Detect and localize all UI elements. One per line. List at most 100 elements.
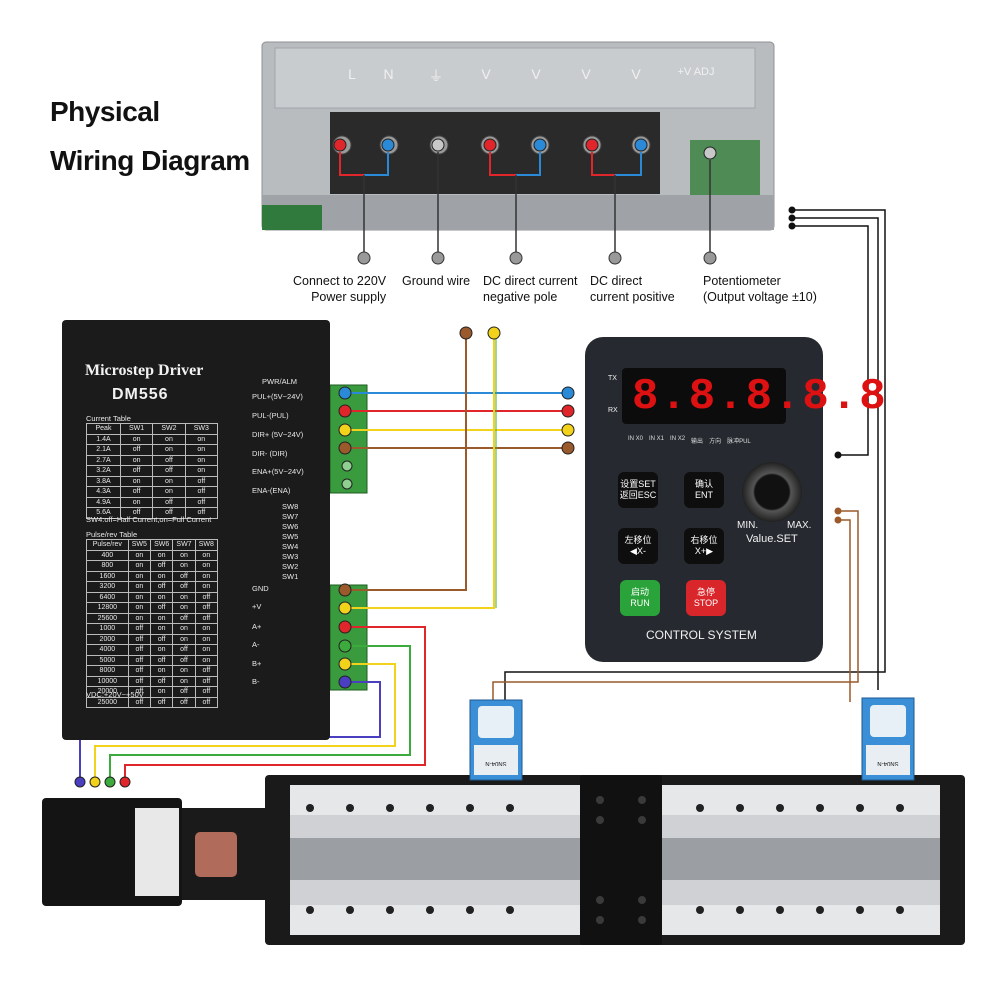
pulse-table-header-cell: SW8 <box>194 539 219 551</box>
driver-name: Microstep Driver <box>85 362 204 379</box>
table-cell: on <box>172 602 196 614</box>
signal-wire-dots <box>338 386 575 490</box>
stop-button[interactable]: 急停 STOP <box>686 580 726 616</box>
driver-label-dir-plus: DIR+ (5V~24V) <box>252 430 304 439</box>
pulse-table-header: Pulse/rev SW5 SW6 SW7 SW8 <box>86 539 219 551</box>
stage-holes <box>306 804 904 914</box>
table-cell: on <box>184 465 219 477</box>
run-button-label: RUN <box>630 598 650 608</box>
table-cell: off <box>172 654 196 666</box>
ent-button-label-cn: 确认 <box>694 479 713 489</box>
table-cell: on <box>194 570 219 582</box>
table-cell: off <box>119 444 154 456</box>
set-esc-button[interactable]: 设置SET 返回ESC <box>618 472 658 508</box>
driver-label-ena-minus: ENA-(ENA) <box>252 486 291 495</box>
ent-button-label: ENT <box>695 490 713 500</box>
table-cell: off <box>152 496 186 508</box>
table-cell: off <box>149 633 174 645</box>
table-cell: off <box>194 665 219 677</box>
table-cell: off <box>194 696 219 708</box>
callout-220v-line1: Connect to 220V <box>293 274 387 288</box>
current-table-header-cell: SW3 <box>184 423 219 435</box>
shift-right-button[interactable]: 右移位 X+▶ <box>684 528 724 564</box>
indicator-row: IN X0 IN X1 IN X2 输出 方向 脉冲PUL <box>628 436 751 445</box>
table-cell: on <box>149 644 174 656</box>
sw4-note: SW4:off=Half Current,on=Full Current <box>86 515 212 524</box>
table-cell: 10000 <box>86 675 129 687</box>
callout-dc-negative: DC direct current negative pole <box>483 273 577 305</box>
driver-signal-connector <box>329 384 368 691</box>
driver-model: DM556 <box>112 386 169 403</box>
table-cell: 1000 <box>86 623 129 635</box>
psu-label-ground: ⏚ <box>429 68 443 84</box>
table-cell: off <box>172 612 196 624</box>
callout-ground: Ground wire <box>402 273 470 289</box>
table-cell: off <box>184 507 219 519</box>
control-system-label: CONTROL SYSTEM <box>646 628 757 642</box>
callout-dc-negative-line2: negative pole <box>483 290 558 304</box>
indicator-x1: IN X1 <box>649 436 665 442</box>
psu-terminal-labels: L N ⏚ V V V V +V ADJ <box>338 66 758 86</box>
motor-wire-dots <box>74 620 352 788</box>
table-cell: on <box>194 581 219 593</box>
table-cell: on <box>127 560 152 572</box>
table-cell: 1.4A <box>86 433 121 445</box>
current-table-header: Peak SW1 SW2 SW3 <box>86 423 219 435</box>
stop-button-label-cn: 急停 <box>696 587 715 597</box>
switch-label-sw5: SW5 <box>282 532 299 541</box>
psu-label-v4: V <box>631 66 641 82</box>
table-cell: on <box>172 549 196 561</box>
ent-button[interactable]: 确认 ENT <box>684 472 724 508</box>
callout-potentiometer-line1: Potentiometer <box>703 274 781 288</box>
table-cell: off <box>149 602 174 614</box>
indicator-direction: 方向 <box>709 439 722 445</box>
shift-left-button[interactable]: 左移位 ◀X- <box>618 528 658 564</box>
table-cell: 800 <box>86 560 129 572</box>
table-cell: on <box>149 591 174 603</box>
table-cell: off <box>149 654 174 666</box>
table-cell: on <box>194 560 219 572</box>
pulse-table-header-cell: SW7 <box>172 539 196 551</box>
run-button[interactable]: 启动 RUN <box>620 580 660 616</box>
table-cell: off <box>127 665 152 677</box>
switch-label-sw4: SW4 <box>282 542 299 551</box>
table-cell: on <box>127 591 152 603</box>
knob-min-label: MIN. <box>737 520 759 531</box>
table-cell: off <box>194 675 219 687</box>
table-cell: off <box>152 454 186 466</box>
psu-callout-leaders <box>363 152 711 255</box>
table-cell: on <box>152 486 186 498</box>
callout-ground-line1: Ground wire <box>402 274 471 288</box>
table-cell: off <box>119 465 154 477</box>
table-cell: on <box>149 623 174 635</box>
table-cell: off <box>184 475 219 487</box>
switch-label-sw3: SW3 <box>282 552 299 561</box>
callout-dc-positive: DC direct current positive <box>590 273 675 305</box>
switch-label-sw2: SW2 <box>282 562 299 571</box>
table-cell: on <box>149 612 174 624</box>
table-cell: on <box>194 623 219 635</box>
callout-dc-positive-line1: DC direct <box>590 274 643 288</box>
psu-label-v2: V <box>531 66 541 82</box>
table-cell: 25600 <box>86 612 129 624</box>
table-cell: off <box>172 644 196 656</box>
table-cell: on <box>149 570 174 582</box>
value-set-knob[interactable] <box>742 462 802 522</box>
callout-220v-line2: Power supply <box>311 290 387 304</box>
driver-label-a-plus: A+ <box>252 622 262 631</box>
controller-to-sensor-wires <box>492 510 859 702</box>
power-supply <box>261 41 775 231</box>
sensor-right <box>861 697 915 781</box>
pulse-table-header-cell: SW5 <box>127 539 152 551</box>
table-cell: off <box>149 581 174 593</box>
table-cell: on <box>152 475 186 487</box>
table-cell: off <box>127 633 152 645</box>
